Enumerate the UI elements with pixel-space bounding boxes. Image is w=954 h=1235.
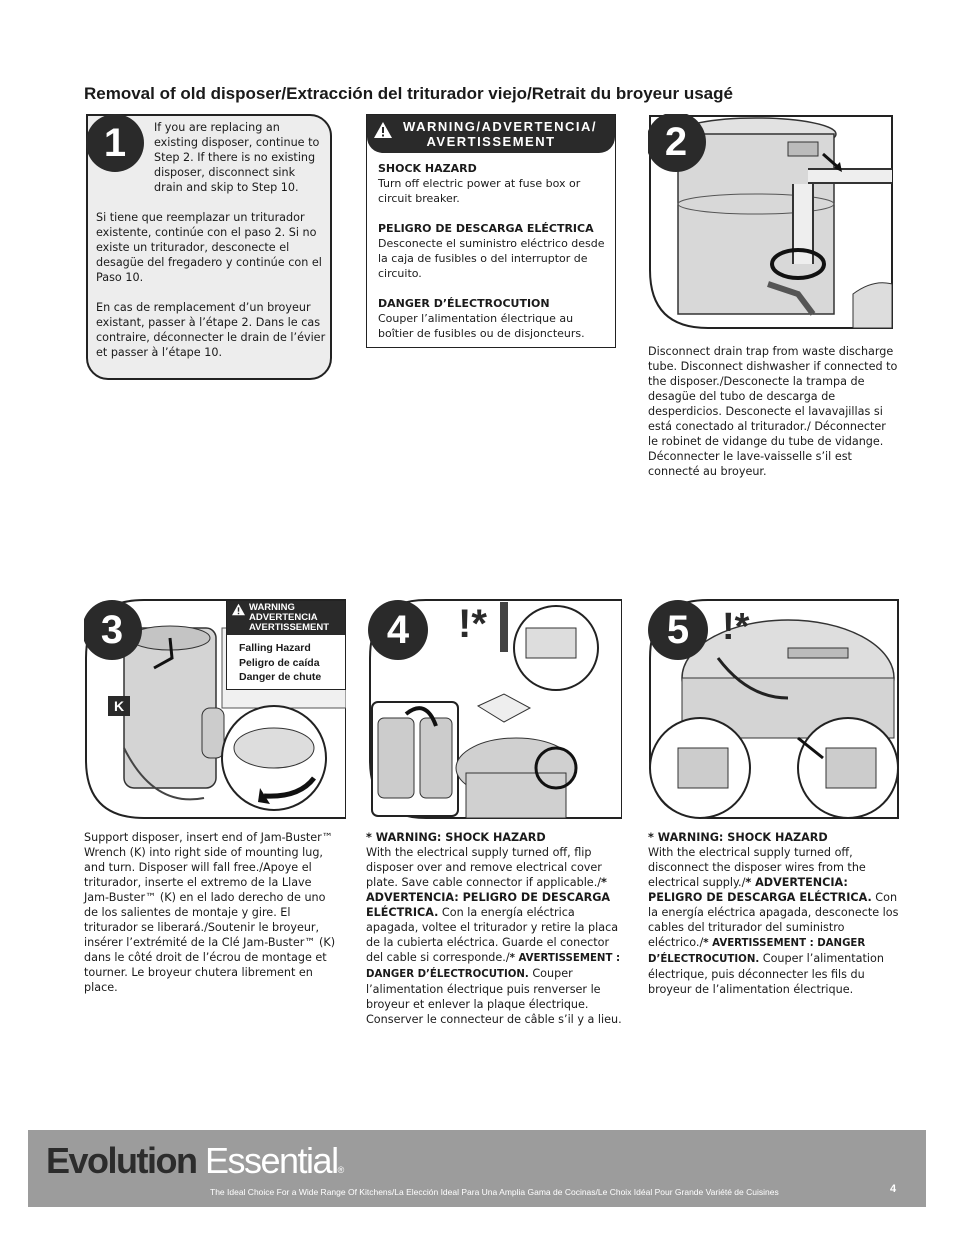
step1-text: If you are replacing an existing dispose… xyxy=(96,120,326,375)
warning-triangle-icon xyxy=(232,603,245,616)
step3-number: 3 xyxy=(84,600,142,660)
step1-es: Si tiene que reemplazar un triturador ex… xyxy=(96,211,322,284)
falling-hazard-header: WARNING ADVERTENCIA AVERTISSEMENT xyxy=(227,601,345,635)
warning-en-title: SHOCK HAZARD xyxy=(378,162,477,175)
warning-header-line2: AVERTISSEMENT xyxy=(426,134,556,149)
footer-bar: Evolution Essential® The Ideal Choice Fo… xyxy=(28,1130,926,1207)
step1-fr: En cas de remplacement d’un broyeur exis… xyxy=(96,301,326,359)
shock-mark-icon: !* xyxy=(458,602,487,646)
step1-number: 1 xyxy=(86,114,144,172)
warning-es-text: Desconecte el suministro eléctrico desde… xyxy=(378,237,605,280)
warning-header: WARNING/ADVERTENCIA/ AVERTISSEMENT xyxy=(367,115,615,153)
warning-fr-title: DANGER D’ÉLECTROCUTION xyxy=(378,297,550,310)
warning-header-line1: WARNING/ADVERTENCIA/ xyxy=(403,119,597,134)
cover-plate-illustration xyxy=(369,599,622,819)
brand-tagline: The Ideal Choice For a Wide Range Of Kit… xyxy=(210,1187,779,1197)
warning-es-title: PELIGRO DE DESCARGA ELÉCTRICA xyxy=(378,222,594,235)
step4-number: 4 xyxy=(368,600,428,660)
step1-en: If you are replacing an existing dispose… xyxy=(154,121,320,194)
drain-trap-illustration xyxy=(649,115,893,329)
step4-illustration: 4 !* xyxy=(366,598,622,820)
shock-mark-icon: !* xyxy=(722,606,750,648)
page-title: Removal of old disposer/Extracción del t… xyxy=(84,84,733,103)
step5-number: 5 xyxy=(648,600,708,660)
warning-en-text: Turn off electric power at fuse box or c… xyxy=(378,177,581,205)
warning-fr-text: Couper l’alimentation électrique au boît… xyxy=(378,312,585,340)
warning-triangle-icon xyxy=(374,122,392,138)
step2-caption: Disconnect drain trap from waste dischar… xyxy=(648,345,898,478)
falling-hazard-text: Falling Hazard Peligro de caída Danger d… xyxy=(239,642,322,683)
warning-body: SHOCK HAZARD Turn off electric power at f… xyxy=(378,161,610,356)
step3-caption: Support disposer, insert end of Jam-Bust… xyxy=(84,831,336,994)
step2-illustration: 2 xyxy=(648,114,894,330)
step1-box: 1 If you are replacing an existing dispo… xyxy=(86,114,332,380)
brand-logo: Evolution Essential® xyxy=(46,1140,345,1181)
shock-warning-box: WARNING/ADVERTENCIA/ AVERTISSEMENT SHOCK… xyxy=(366,114,616,348)
falling-hazard-label: WARNING ADVERTENCIA AVERTISSEMENT Fallin… xyxy=(226,600,346,690)
page-number: 4 xyxy=(890,1183,897,1195)
step5-illustration: 5 !* xyxy=(648,598,904,820)
wrench-label-k: K xyxy=(108,696,130,716)
step2-number: 2 xyxy=(648,114,706,172)
